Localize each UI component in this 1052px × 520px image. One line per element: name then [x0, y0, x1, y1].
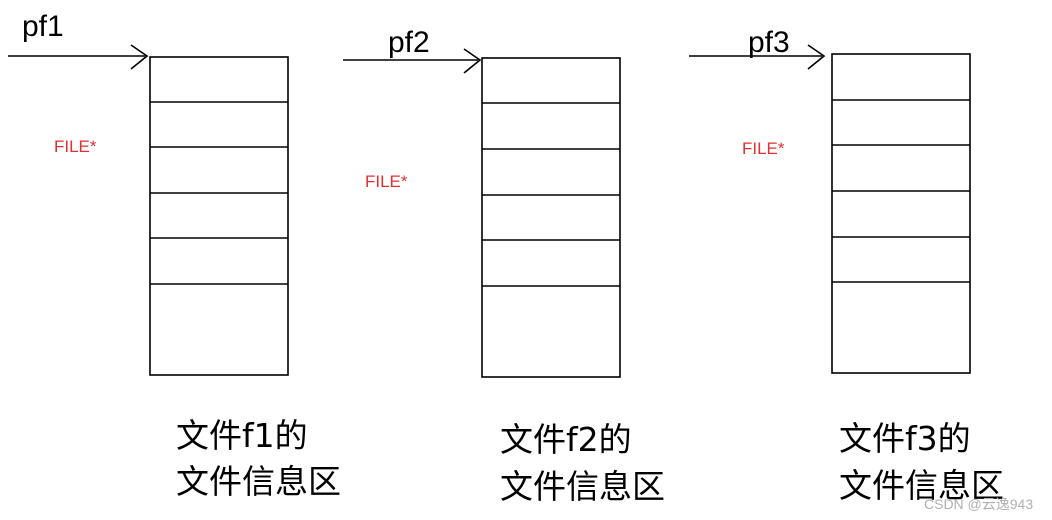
caption-line1-f1: 文件f1的: [176, 416, 308, 455]
pointer-arrow-pf3: [689, 44, 826, 70]
file-info-outline-1: [149, 56, 289, 376]
file-info-block-1: [149, 56, 289, 376]
caption-line2-f3: 文件信息区: [839, 466, 1004, 505]
pointer-label-pf3: pf3: [748, 26, 790, 59]
pointer-label-pf1: pf1: [22, 10, 64, 43]
pointer-arrow-pf1: [8, 44, 149, 70]
file-group-3: pf3 FILE* 文件f3的 文件信息区: [689, 26, 1004, 505]
caption-line1-f3: 文件f3的: [839, 419, 971, 458]
file-group-1: pf1 FILE* 文件f1的 文件信息区: [8, 10, 341, 501]
type-label-file-1: FILE*: [54, 137, 97, 156]
pointer-arrow-pf2: [343, 48, 482, 74]
watermark-text: CSDN @云逸943: [924, 496, 1033, 512]
file-info-outline-2: [481, 57, 621, 378]
type-label-file-2: FILE*: [365, 172, 408, 191]
type-label-file-3: FILE*: [742, 139, 785, 158]
file-info-outline-3: [831, 53, 971, 374]
file-group-2: pf2 FILE* 文件f2的 文件信息区: [343, 26, 665, 506]
file-info-block-3: [831, 53, 971, 374]
caption-line1-f2: 文件f2的: [500, 420, 632, 459]
pointer-label-pf2: pf2: [388, 26, 430, 59]
caption-line2-f2: 文件信息区: [500, 467, 665, 506]
file-info-block-2: [481, 57, 621, 378]
caption-line2-f1: 文件信息区: [176, 462, 341, 501]
